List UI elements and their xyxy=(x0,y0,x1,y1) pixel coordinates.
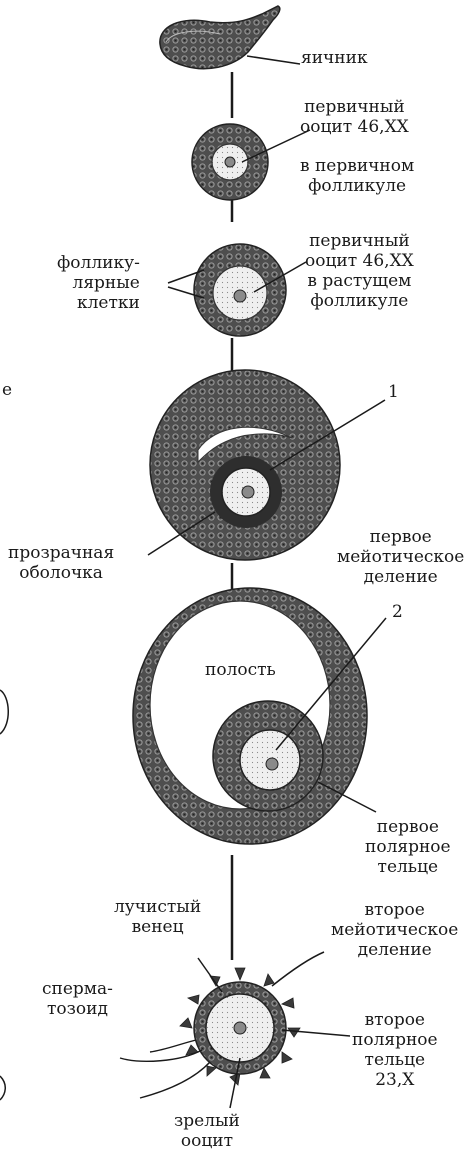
label-ovary: яичник xyxy=(301,48,368,68)
label-cavity: полость xyxy=(205,660,276,680)
mature-oocyte xyxy=(180,968,300,1085)
primary-follicle xyxy=(192,124,268,200)
label-first-meiotic-division: первое мейотическое деление xyxy=(337,527,464,587)
label-zona-pellucida: прозрачная оболочка xyxy=(8,543,114,583)
label-edge-fragment: е xyxy=(2,380,12,400)
growing-follicle xyxy=(194,244,286,336)
label-number-2: 2 xyxy=(392,602,403,622)
label-primary-oocyte-1: первичный ооцит 46,XX xyxy=(300,97,409,137)
edge-fragments xyxy=(0,690,8,1100)
label-first-polar-body: первое полярное тельце xyxy=(365,817,451,877)
label-spermatozoon: сперма- тозоид xyxy=(42,979,113,1019)
label-second-meiotic-division: второе мейотическое деление xyxy=(331,900,458,960)
ovary-shape xyxy=(160,6,280,69)
spermatozoa xyxy=(120,1040,210,1098)
secondary-follicle xyxy=(150,370,340,560)
label-in-primary-follicle: в первичном фолликуле xyxy=(300,156,414,196)
antral-follicle xyxy=(133,588,367,844)
label-number-1: 1 xyxy=(388,382,399,402)
label-mature-oocyte: зрелый ооцит xyxy=(174,1111,240,1151)
ovary-pointer xyxy=(247,56,300,64)
label-corona-radiata: лучистый венец xyxy=(114,897,201,937)
label-second-polar-body: второе полярное тельце 23,X xyxy=(352,1010,438,1090)
label-follicular-cells: фоллику- лярные клетки xyxy=(57,253,140,313)
label-primary-oocyte-2: первичный ооцит 46,XX в растущем фоллику… xyxy=(305,231,414,311)
